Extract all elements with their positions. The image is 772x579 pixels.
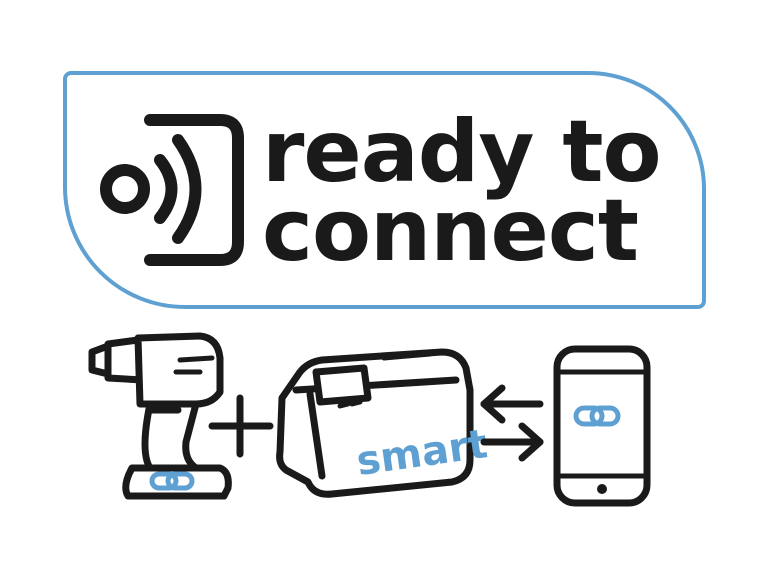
drill-link-icon: [149, 471, 195, 491]
phone-link-icon: [573, 405, 621, 427]
cordless-drill-icon: [88, 332, 232, 500]
plus-icon: [208, 394, 274, 458]
battery-pack-icon: [276, 348, 474, 498]
bidirectional-arrows-icon: [480, 384, 544, 462]
wireless-signal-icon: [100, 114, 244, 266]
logo-line-2: connect: [262, 181, 639, 281]
logo-line-1: ready to: [262, 102, 662, 202]
